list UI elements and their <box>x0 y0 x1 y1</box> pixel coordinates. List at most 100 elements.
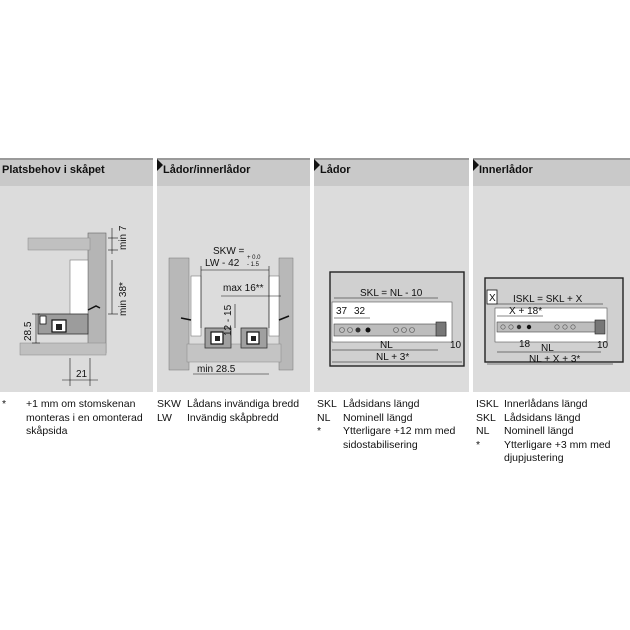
arrow-right-icon <box>157 159 163 171</box>
legend-text: +1 mm om stomskenan monteras i en omonte… <box>26 398 143 437</box>
legend-text: Nominell längd <box>343 411 413 424</box>
dim-37: 37 <box>336 306 348 317</box>
panel-header: Platsbehov i skåpet <box>0 158 153 186</box>
dim-10: 10 <box>450 340 462 351</box>
dim-10: 10 <box>597 340 609 351</box>
hole <box>401 327 407 333</box>
dim-min-7: min 7 <box>118 225 129 250</box>
legend-key: * <box>2 398 7 410</box>
hole <box>355 327 361 333</box>
x-offset-box <box>486 289 498 305</box>
dim-tolerance-plus: + 0.0 <box>247 255 261 261</box>
runner-screw <box>87 305 101 311</box>
hole <box>516 324 522 330</box>
runner-roller <box>56 324 62 330</box>
hole <box>409 327 415 333</box>
legend-text: Invändig skåpbredd <box>187 411 279 424</box>
drawer-bottom <box>186 343 282 363</box>
arrow-right-icon <box>473 159 479 171</box>
dim-min-28-5: min 28.5 <box>197 364 236 375</box>
legend-key: LW <box>157 411 172 424</box>
legend-key: * <box>317 425 322 437</box>
inner-drawer-length-drawing: X ISKL = SKL + X X + 18* 18 NL 10 NL + X… <box>484 277 624 365</box>
hole <box>526 324 532 330</box>
cabinet-side-wall <box>87 232 107 354</box>
arrow-right-icon <box>314 159 320 171</box>
hole <box>508 324 514 330</box>
legend-row: * +1 mm om stomskenan monteras i en omon… <box>2 398 152 439</box>
dim-18: 18 <box>519 339 531 350</box>
dim-nl-x-3: NL + X + 3* <box>529 354 580 365</box>
dim-lw: LW - 42 <box>205 258 240 269</box>
panel-drawers: Lådor SKL = NL - 10 37 32 NL 10 NL + 3* <box>314 158 469 392</box>
runner-roller <box>251 336 256 341</box>
dim-x-18: X + 18* <box>509 306 542 317</box>
legend-row: SKW Lådans invändiga bredd <box>157 398 310 412</box>
drawer-length-drawing: SKL = NL - 10 37 32 NL 10 NL + 3* <box>329 271 465 367</box>
panel-title: Lådor <box>320 164 351 176</box>
runner-screws <box>180 315 290 321</box>
legend-text: Nominell längd <box>504 425 574 437</box>
panel-inner-drawers: Innerlådor X ISKL = SKL + X X + 18* 18 N… <box>473 158 630 392</box>
legend-key: NL <box>476 425 490 437</box>
cabinet-top-board <box>27 237 91 251</box>
runner-lock <box>39 315 47 325</box>
legend-row: * Ytterligare +3 mm med djupjustering <box>476 439 628 466</box>
legend-row: * Ytterligare +12 mm med sidostabiliseri… <box>317 425 467 452</box>
runner-side-view <box>496 321 602 333</box>
legend-drawers: SKL Lådsidans längd NL Nominell längd * … <box>317 398 467 452</box>
legend-text: Lådans invändiga bredd <box>187 398 300 410</box>
legend-key: SKW <box>157 398 181 410</box>
drawer-side-right <box>268 275 280 337</box>
drawer-side-left <box>190 275 202 337</box>
panel-header: Innerlådor <box>473 158 630 186</box>
legend-row: SKL Lådsidans längd <box>476 412 628 426</box>
dim-min-38: min 38* <box>118 282 129 316</box>
legend-text: Innerlådans längd <box>504 398 588 410</box>
hole <box>570 324 576 330</box>
legend-row: SKL Lådsidans längd <box>317 398 467 412</box>
dim-x: X <box>489 293 496 304</box>
legend-key: ISKL <box>476 398 499 410</box>
dim-21: 21 <box>76 369 88 380</box>
runner-end <box>435 321 447 337</box>
hole <box>500 324 506 330</box>
dim-skl: SKL = NL - 10 <box>360 288 423 299</box>
runner-end <box>594 319 606 335</box>
legend-key: * <box>476 438 481 451</box>
hole <box>365 327 371 333</box>
panel-header: Lådor <box>314 158 469 186</box>
legend-key: NL <box>317 411 331 424</box>
dim-nl: NL <box>380 340 393 351</box>
panel-drawers-inner-drawers: Lådor/innerlådor SKW = LW - 42 + 0.0 - 1… <box>157 158 310 392</box>
cabinet-space-drawing: min 7 min 38* 28.5 21 <box>19 225 129 386</box>
panel-space-requirement: Platsbehov i skåpet min 7 min 38* 28.5 2… <box>0 158 153 392</box>
legend-key: SKL <box>317 398 337 410</box>
hole <box>339 327 345 333</box>
legend-space-requirement: * +1 mm om stomskenan monteras i en omon… <box>2 398 152 439</box>
legend-key: SKL <box>476 411 496 424</box>
dim-max-16: max 16** <box>223 283 264 294</box>
dim-28-5: 28.5 <box>23 321 34 341</box>
legend-text: Ytterligare +12 mm med sidostabilisering <box>343 425 456 451</box>
dim-32: 32 <box>354 306 366 317</box>
drawer-side <box>69 259 89 321</box>
runner-side-view <box>333 323 447 337</box>
runner-roller <box>215 336 220 341</box>
hole <box>393 327 399 333</box>
legend-row: NL Nominell längd <box>476 425 628 439</box>
legend-text: Ytterligare +3 mm med djupjustering <box>504 438 611 465</box>
dim-skw: SKW = <box>213 246 245 257</box>
legend-text: Lådsidans längd <box>343 398 420 410</box>
cabinet-bottom-board <box>19 342 107 356</box>
panel-title: Lådor/innerlådor <box>163 164 251 176</box>
drawer-width-drawing: SKW = LW - 42 + 0.0 - 1.5 max 16** 12 - … <box>168 246 294 375</box>
dim-tolerance-minus: - 1.5 <box>247 262 260 268</box>
panel-title: Innerlådor <box>479 164 533 176</box>
dim-iskl: ISKL = SKL + X <box>513 294 583 305</box>
dim-12-15: 12 - 15 <box>223 304 234 336</box>
legend-inner-drawers: ISKL Innerlådans längd SKL Lådsidans län… <box>476 398 628 466</box>
panel-header: Lådor/innerlådor <box>157 158 310 186</box>
panel-title: Platsbehov i skåpet <box>2 164 105 176</box>
legend-row: ISKL Innerlådans längd <box>476 398 628 412</box>
